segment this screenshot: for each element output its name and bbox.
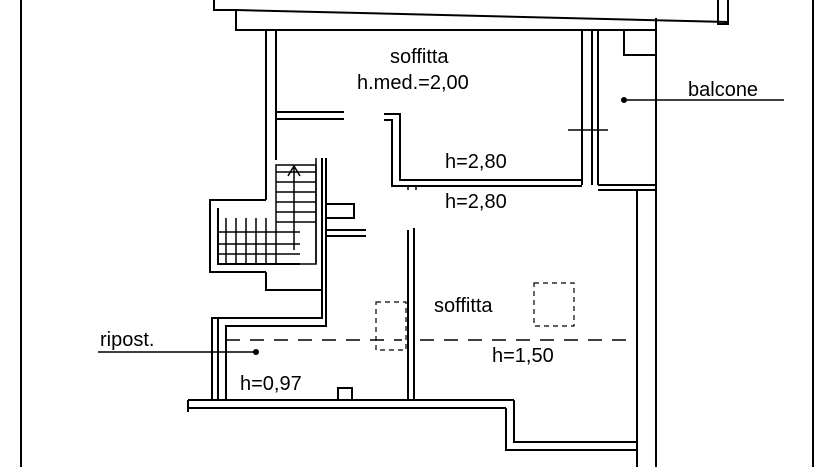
attic-bottom-label: soffitta [434, 295, 493, 317]
storage-walls [211, 272, 327, 400]
skylight-left [375, 301, 407, 351]
attic-top-label: soffitta [390, 46, 449, 68]
storage-label: ripost. [100, 329, 154, 351]
roof-edge [213, 0, 729, 31]
attic-top-height: h.med.=2,00 [357, 72, 469, 94]
right-exterior-wall [636, 190, 657, 467]
storage-height: h=0,97 [240, 373, 302, 395]
skylight-right [533, 282, 575, 327]
staircase [209, 158, 327, 290]
bottom-wall [187, 387, 637, 451]
balcony-label: balcone [688, 79, 758, 101]
ceiling-upper-label: h=2,80 [445, 151, 507, 173]
attic-bottom-height: h=1,50 [492, 345, 554, 367]
skylights [375, 282, 575, 351]
ceiling-lower-label: h=2,80 [445, 191, 507, 213]
upper-left-wall [265, 30, 277, 200]
stair-landings [325, 203, 366, 237]
leaders [98, 97, 784, 355]
balcony-walls [568, 30, 657, 191]
interior-stubs [276, 111, 344, 120]
partition [407, 228, 415, 400]
central-wall [384, 113, 582, 190]
